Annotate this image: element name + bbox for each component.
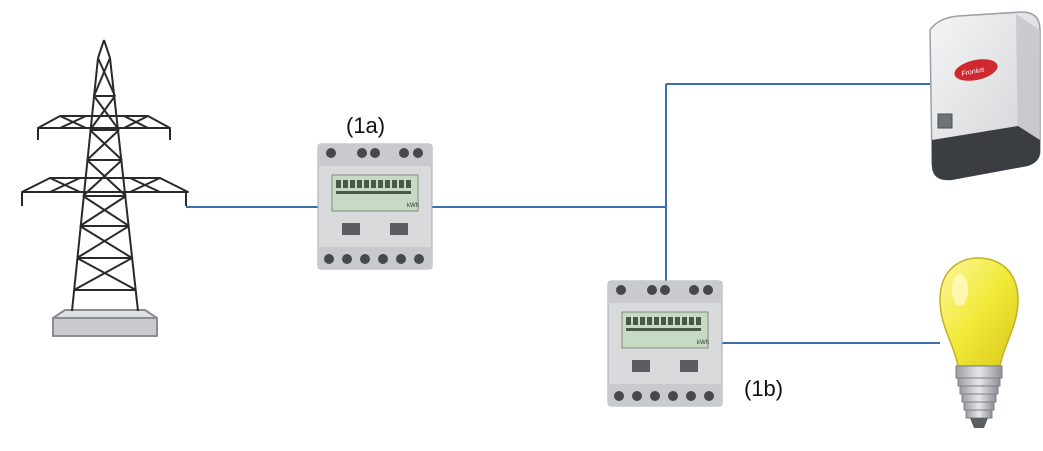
wires xyxy=(186,83,940,344)
meter-a-unit: kWh xyxy=(407,203,419,209)
inverter-logo: Fronius xyxy=(961,66,986,78)
meter-b-label: (1b) xyxy=(744,376,784,401)
meter-b-unit: kWh xyxy=(697,340,709,346)
energy-meter-a-icon xyxy=(317,143,433,270)
meter-a-label: (1a) xyxy=(346,113,386,138)
energy-meter-b-icon xyxy=(607,280,723,407)
light-bulb-icon xyxy=(939,257,1019,428)
inverter-icon: Fronius xyxy=(929,11,1041,181)
power-pylon-icon xyxy=(21,39,189,337)
